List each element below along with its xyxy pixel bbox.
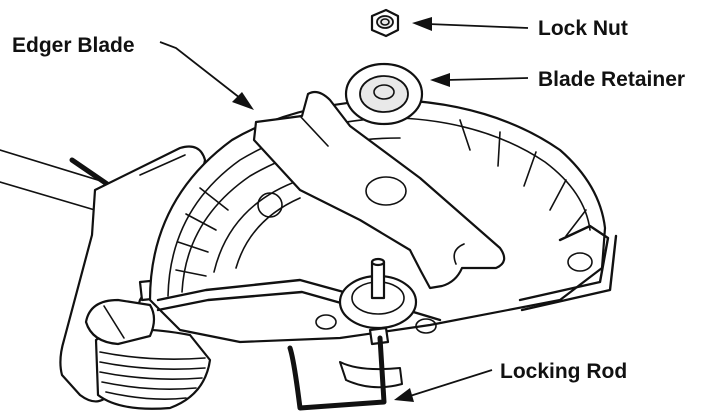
wing-knob [84, 278, 164, 346]
lock-nut-part [370, 8, 400, 38]
drive-wheel [94, 328, 212, 410]
lock-nut-leader [412, 17, 529, 31]
locking-rod [287, 335, 403, 411]
blade-retainer-label: Blade Retainer [538, 68, 685, 91]
locking-rod-label: Locking Rod [500, 360, 627, 383]
spindle-hub [338, 257, 418, 346]
locking-rod-leader [394, 369, 493, 402]
blade-retainer-leader [430, 73, 529, 87]
edger-blade-label: Edger Blade [12, 34, 135, 57]
edger-blade [252, 90, 506, 290]
blade-retainer-part [344, 62, 424, 126]
edger-blade-leader [159, 41, 254, 110]
lock-nut-label: Lock Nut [538, 17, 628, 40]
